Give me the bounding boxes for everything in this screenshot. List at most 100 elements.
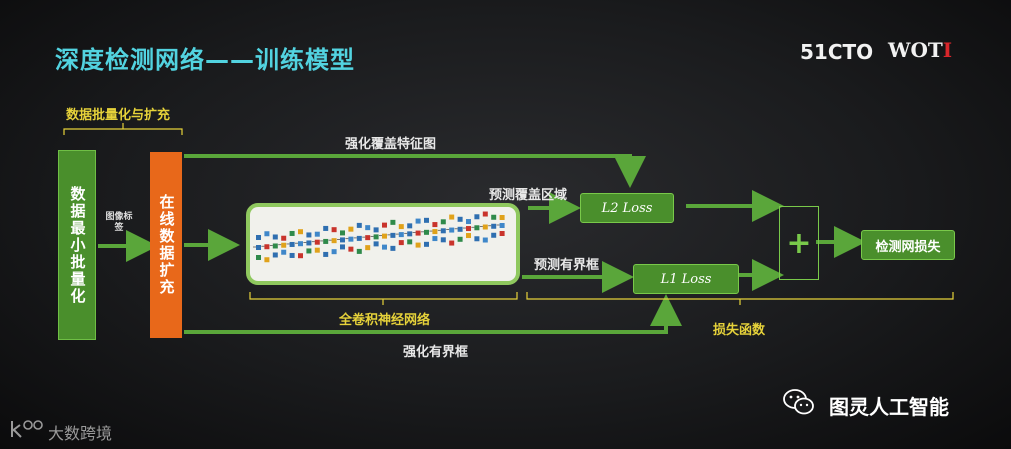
sum-operator: + <box>779 206 819 280</box>
cnn-layer-block <box>281 236 286 241</box>
cnn-layer-block <box>357 249 362 254</box>
cnn-layer-block <box>348 237 353 242</box>
cnn-layer-block <box>474 236 479 241</box>
cnn-layer-block <box>382 234 387 239</box>
cnn-layer-block <box>407 239 412 244</box>
cnn-layer-block <box>348 247 353 252</box>
cnn-layer-block <box>424 218 429 223</box>
cnn-layer-block <box>298 241 303 246</box>
cnn-layer-block <box>340 237 345 242</box>
cnn-layer-block <box>306 232 311 237</box>
cnn-layer-block <box>500 231 505 236</box>
cnn-layer-block <box>416 243 421 248</box>
cnn-layer-block <box>298 229 303 234</box>
batch-augment-label: 数据批量化与扩充 <box>66 104 170 123</box>
cnn-layer-block <box>449 228 454 233</box>
cnn-layer-block <box>466 219 471 224</box>
cnn-layer-block <box>491 224 496 229</box>
cnn-layer-block <box>298 253 303 258</box>
cnn-layer-block <box>357 236 362 241</box>
cnn-layer-block <box>315 240 320 245</box>
cnn-layer-block <box>432 229 437 234</box>
cnn-layer-block <box>466 233 471 238</box>
cnn-layer-block <box>323 239 328 244</box>
cnn-layer-block <box>390 246 395 251</box>
cnn-layer-block <box>290 242 295 247</box>
cnn-layer-block <box>491 233 496 238</box>
cnn-layer-block <box>483 212 488 217</box>
kuajing-logo-icon <box>8 417 46 441</box>
cnn-layer-block <box>449 241 454 246</box>
cnn-layer-block <box>332 249 337 254</box>
cnn-layer-block <box>483 238 488 243</box>
top-bracket <box>64 129 182 135</box>
cnn-layer-block <box>365 225 370 230</box>
l1-loss-box: L1 Loss <box>633 264 739 294</box>
cnn-layer-block <box>264 257 269 262</box>
cnn-layer-block <box>315 232 320 237</box>
cnn-layer-block <box>441 237 446 242</box>
cnn-layer-block <box>491 215 496 220</box>
predict-cover-label: 预测覆盖区域 <box>489 184 567 203</box>
loss-function-label: 损失函数 <box>713 319 765 338</box>
cnn-layer-block <box>256 235 261 240</box>
cnn-layer-block <box>424 230 429 235</box>
cnn-layer-block <box>340 244 345 249</box>
cnn-layer-block <box>290 253 295 258</box>
minibatch-box: 数据最小批量化 <box>58 150 96 340</box>
cnn-layer-block <box>332 227 337 232</box>
left-watermark-text: 大数跨境 <box>48 420 112 444</box>
cnn-layer-block <box>374 241 379 246</box>
cnn-layer-block <box>441 219 446 224</box>
cnn-layer-block <box>365 235 370 240</box>
cnn-layer-block <box>273 252 278 257</box>
cnn-layer-block <box>323 252 328 257</box>
cnn-layer-block <box>458 217 463 222</box>
cnn-layer-block <box>424 242 429 247</box>
cnn-layer-block <box>264 244 269 249</box>
online-augment-text: 在线数据扩充 <box>155 194 178 296</box>
cnn-layers-illustration <box>250 207 516 281</box>
cnn-layer-block <box>432 222 437 227</box>
cnn-layer-block <box>432 236 437 241</box>
cnn-layer-block <box>474 214 479 219</box>
cnn-layer-block <box>399 240 404 245</box>
cnn-layer-block <box>441 228 446 233</box>
cnn-layer-block <box>340 230 345 235</box>
l2-loss-box: L2 Loss <box>580 193 674 223</box>
image-label-text: 图像标签 <box>104 212 134 234</box>
cnn-layer-block <box>382 223 387 228</box>
cnn-layer-block <box>315 248 320 253</box>
feature-map-label: 强化覆盖特征图 <box>345 133 436 152</box>
cnn-layer-block <box>474 225 479 230</box>
cnn-layer-block <box>458 237 463 242</box>
cnn-layer-block <box>500 215 505 220</box>
cnn-layer-block <box>458 227 463 232</box>
cnn-layer-block <box>407 231 412 236</box>
cnn-layer-block <box>281 250 286 255</box>
cnn-layer-block <box>399 232 404 237</box>
cnn-layer-block <box>332 238 337 243</box>
cnn-layer-block <box>281 243 286 248</box>
loss-bracket <box>527 292 953 299</box>
minibatch-text: 数据最小批量化 <box>66 186 89 305</box>
online-augment-box: 在线数据扩充 <box>150 152 182 338</box>
cnn-architecture-image <box>246 203 520 285</box>
predict-bbox-label: 预测有界框 <box>534 254 599 273</box>
cnn-layer-block <box>390 220 395 225</box>
cnn-layer-block <box>256 255 261 260</box>
cnn-layer-block <box>407 223 412 228</box>
cnn-layer-block <box>374 227 379 232</box>
fcn-label: 全卷积神经网络 <box>339 309 430 328</box>
cnn-layer-block <box>348 227 353 232</box>
cnn-layer-block <box>416 219 421 224</box>
cnn-layer-block <box>416 231 421 236</box>
cnn-layer-block <box>399 224 404 229</box>
cnn-layer-block <box>273 234 278 239</box>
cnn-layer-block <box>483 225 488 230</box>
cnn-layer-block <box>390 233 395 238</box>
enhanced-bbox-label: 强化有界框 <box>403 341 468 360</box>
cnn-layer-block <box>306 248 311 253</box>
cnn-layer-block <box>264 231 269 236</box>
cnn-layer-block <box>500 223 505 228</box>
